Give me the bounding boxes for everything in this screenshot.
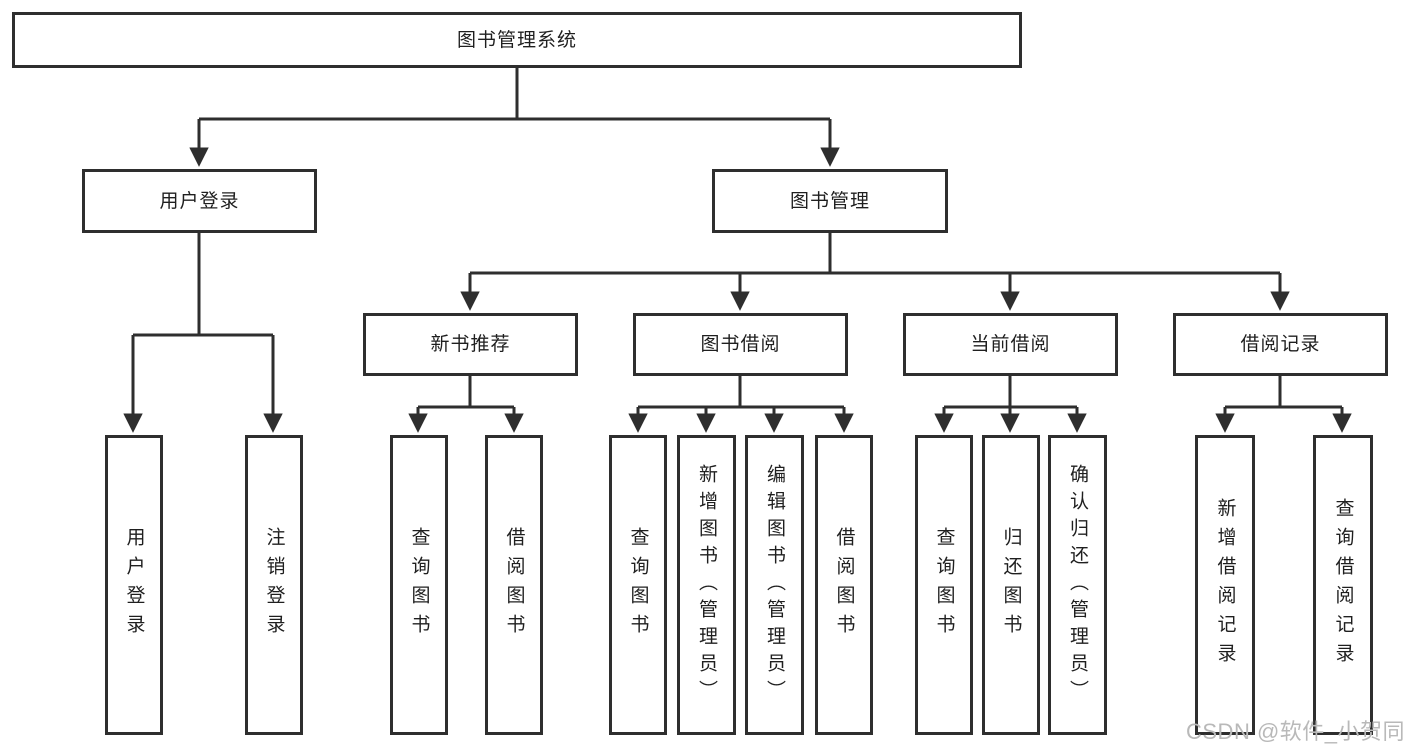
node-user-login: 用户登录 <box>82 169 317 233</box>
leaf-return-books: 归还图书 <box>982 435 1040 735</box>
leaf-user-login: 用户登录 <box>105 435 163 735</box>
leaf-add-borrow-record: 新增借阅记录 <box>1195 435 1255 735</box>
csdn-watermark: CSDN @软件_小贺同学 <box>1186 719 1405 744</box>
node-new-book-recommendation: 新书推荐 <box>363 313 578 376</box>
leaf-logout: 注销登录 <box>245 435 303 735</box>
node-book-borrowing: 图书借阅 <box>633 313 848 376</box>
leaf-edit-books-admin: 编辑图书（管理员） <box>745 435 804 735</box>
node-library-management-system: 图书管理系统 <box>12 12 1022 68</box>
leaf-query-books-recommend: 查询图书 <box>390 435 448 735</box>
leaf-borrow-books-borrowing: 借阅图书 <box>815 435 873 735</box>
node-book-management: 图书管理 <box>712 169 948 233</box>
node-current-borrowing: 当前借阅 <box>903 313 1118 376</box>
leaf-query-books-current: 查询图书 <box>915 435 973 735</box>
node-borrowing-records: 借阅记录 <box>1173 313 1388 376</box>
leaf-borrow-books-recommend: 借阅图书 <box>485 435 543 735</box>
leaf-confirm-return-admin: 确认归还（管理员） <box>1048 435 1107 735</box>
leaf-query-books-borrowing: 查询图书 <box>609 435 667 735</box>
leaf-add-books-admin: 新增图书（管理员） <box>677 435 736 735</box>
leaf-query-borrow-record: 查询借阅记录 <box>1313 435 1373 735</box>
